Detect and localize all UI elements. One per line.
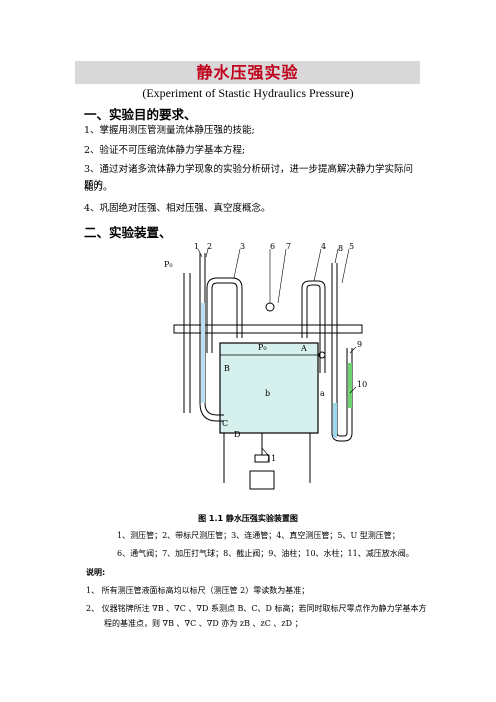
label-b: b — [265, 389, 270, 398]
label-6: 6 — [270, 243, 275, 251]
label-8: 8 — [338, 244, 343, 253]
section-heading-apparatus: 二、实验装置、 — [84, 225, 172, 240]
label-3: 3 — [240, 243, 245, 251]
section-heading-objectives: 一、实验目的要求、 — [84, 107, 197, 122]
label-p0-tank: P₀ — [258, 343, 267, 352]
notes-line-2: 2、 仪器铭牌所注 ∇B 、∇C 、∇D 系测点 B、C、D 标高；若同时取标尺… — [86, 604, 427, 613]
label-7: 7 — [286, 243, 291, 251]
objective-item-3-continued: 能力。 — [84, 182, 113, 193]
objective-item-3: 3、通过对诸多流体静力学现象的实验分析研讨，进一步提高解决静力学实际问题的 — [84, 164, 414, 191]
legend-line-1: 1、测压管；2、带标尺测压管；3、连通管；4、真空测压管；5、U 型测压管； — [117, 531, 400, 540]
label-2: 2 — [207, 243, 212, 251]
page-subtitle: (Experiment of Stastic Hydraulics Pressu… — [142, 86, 354, 100]
label-p0-left: P₀ — [164, 260, 173, 269]
legend-line-2: 6、通气阀；7、加压打气球；8、截止阀；9、油柱；10、水柱；11、减压放水阀。 — [117, 549, 414, 558]
apparatus-diagram: 1 2 3 6 7 4 8 5 9 10 11 P₀ P₀ A B C D b … — [164, 243, 367, 490]
label-point-b: B — [224, 364, 230, 373]
objective-item-2: 2、验证不可压缩流体静力学基本方程; — [84, 145, 246, 156]
label-point-a: A — [300, 344, 307, 353]
label-4: 4 — [321, 243, 326, 251]
page-title: 静水压强实验 — [75, 61, 420, 84]
label-5: 5 — [349, 243, 354, 251]
label-point-d: D — [234, 430, 240, 439]
objective-item-1: 1、掌握用测压管测量流体静压强的技能; — [84, 125, 255, 136]
objective-item-4: 4、巩固绝对压强、相对压强、真空度概念。 — [84, 203, 271, 214]
label-9: 9 — [357, 340, 362, 349]
label-11: 11 — [266, 454, 276, 463]
label-1: 1 — [194, 243, 199, 251]
label-a: a — [320, 389, 325, 398]
notes-line-3: 程的基准点，则 ∇B 、∇C 、∇D 亦为 zB 、zC 、zD ； — [104, 619, 303, 628]
label-point-c: C — [222, 419, 228, 428]
label-10: 10 — [357, 380, 367, 389]
notes-line-1: 1、 所有测压管液面标高均以标尺（测压管 2）零读数为基准； — [86, 586, 310, 595]
notes-heading: 说明: — [86, 568, 106, 577]
figure-caption: 图 1.1 静水压强实验装置图 — [198, 514, 298, 523]
